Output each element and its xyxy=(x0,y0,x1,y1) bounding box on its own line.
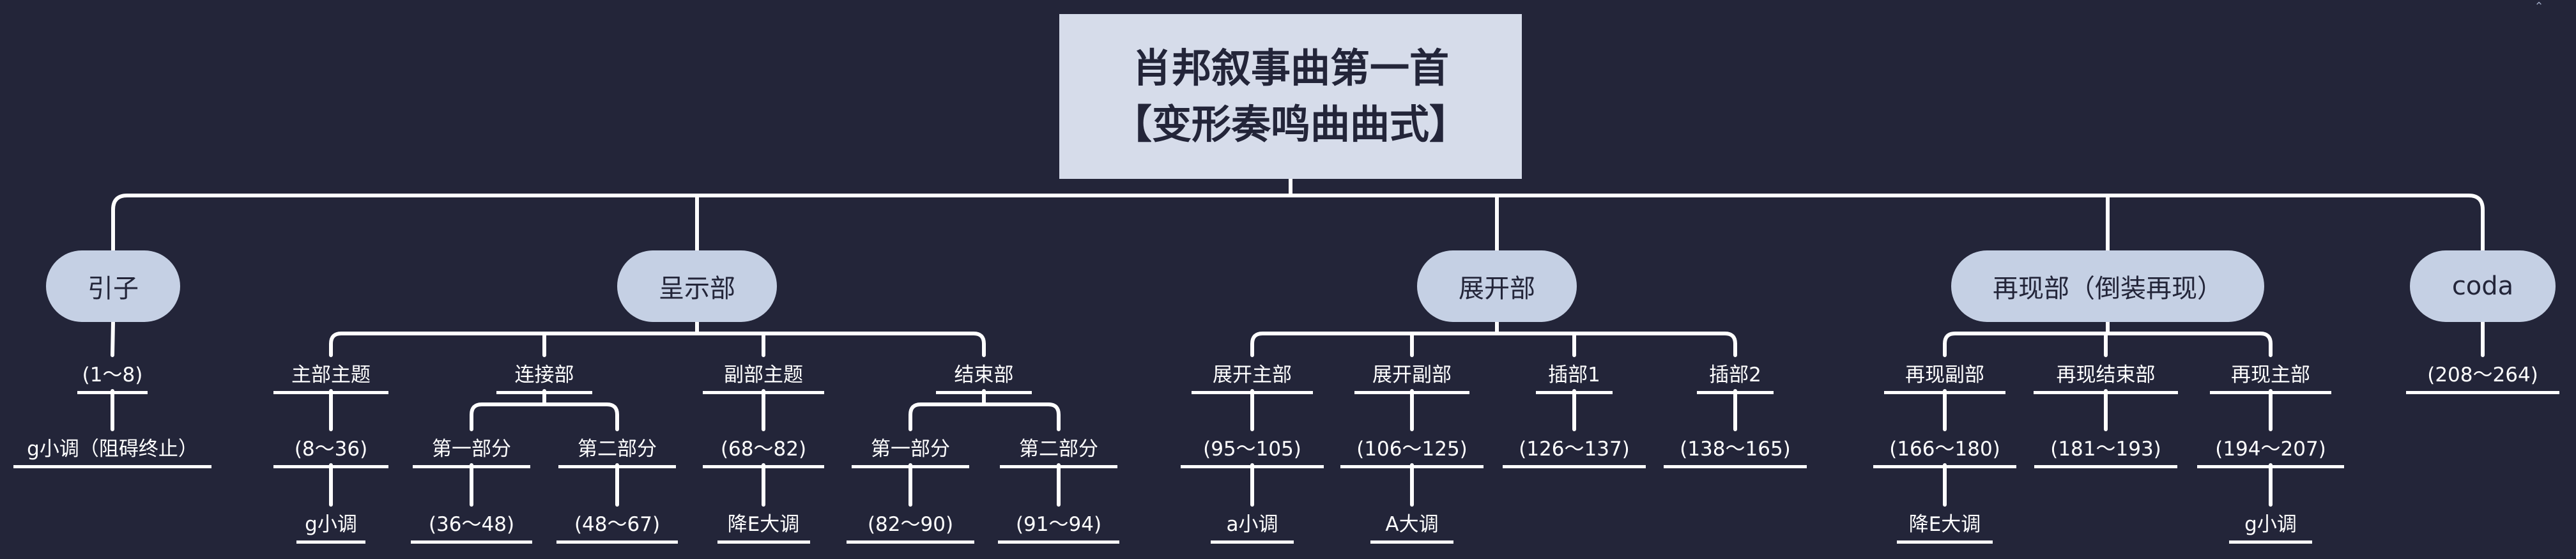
leaf-underline xyxy=(1503,465,1646,468)
leaf-underline xyxy=(998,540,1119,544)
leaf-underline xyxy=(273,465,388,468)
leaf-underline xyxy=(1192,391,1313,394)
leaf-topic[interactable]: 连接部 xyxy=(514,363,574,387)
leaf-topic[interactable]: g小调 xyxy=(2244,512,2297,536)
leaf-underline xyxy=(77,391,148,394)
leaf-topic[interactable]: (181～193) xyxy=(2050,437,2161,461)
leaf-topic[interactable]: 插部1 xyxy=(1548,363,1600,387)
leaf-topic[interactable]: 主部主题 xyxy=(291,363,371,387)
leaf-underline xyxy=(847,540,974,544)
leaf-underline xyxy=(296,540,365,544)
leaf-topic[interactable]: 降E大调 xyxy=(727,512,800,536)
leaf-topic[interactable]: (126～137) xyxy=(1519,437,1630,461)
branch-topic[interactable]: 引子 xyxy=(46,250,180,322)
leaf-topic[interactable]: (194～207) xyxy=(2215,437,2326,461)
leaf-underline xyxy=(411,540,532,544)
leaf-topic[interactable]: (48～67) xyxy=(574,512,661,536)
leaf-topic[interactable]: 插部2 xyxy=(1709,363,1761,387)
connector-line xyxy=(329,332,986,357)
leaf-topic[interactable]: a小调 xyxy=(1226,512,1278,536)
leaf-underline xyxy=(2034,465,2177,468)
leaf-topic[interactable]: (166～180) xyxy=(1889,437,2000,461)
leaf-underline xyxy=(1536,391,1613,394)
leaf-topic[interactable]: 结束部 xyxy=(954,363,1014,387)
root-topic[interactable]: 肖邦叙事曲第一首 【变形奏鸣曲曲式】 xyxy=(1059,14,1522,179)
leaf-topic[interactable]: 降E大调 xyxy=(1908,512,1981,536)
leaf-underline xyxy=(2210,391,2331,394)
leaf-topic[interactable]: (8～36) xyxy=(294,437,368,461)
leaf-underline xyxy=(556,540,678,544)
leaf-underline xyxy=(1664,465,1807,468)
leaf-topic[interactable]: (208～264) xyxy=(2427,363,2538,387)
leaf-topic[interactable]: (106～125) xyxy=(1356,437,1468,461)
connector-line xyxy=(470,402,619,431)
leaf-topic[interactable]: (91～94) xyxy=(1015,512,1102,536)
leaf-topic[interactable]: 展开副部 xyxy=(1372,363,1452,387)
leaf-underline xyxy=(1211,540,1294,544)
leaf-underline xyxy=(13,465,211,468)
leaf-underline xyxy=(2034,391,2178,394)
leaf-topic[interactable]: 第一部分 xyxy=(871,437,950,461)
leaf-underline xyxy=(2197,465,2344,468)
leaf-underline xyxy=(703,465,824,468)
connector-line xyxy=(1250,332,1737,357)
leaf-topic[interactable]: (68～82) xyxy=(720,437,807,461)
leaf-topic[interactable]: (36～48) xyxy=(428,512,515,536)
leaf-topic[interactable]: 再现副部 xyxy=(1905,363,1984,387)
collapse-icon[interactable]: ⌃ xyxy=(2534,0,2544,13)
leaf-topic[interactable]: 第二部分 xyxy=(1019,437,1098,461)
branch-topic[interactable]: coda xyxy=(2410,250,2556,322)
connector-line xyxy=(111,194,2485,252)
leaf-topic[interactable]: (95～105) xyxy=(1203,437,1301,461)
leaf-underline xyxy=(1873,465,2016,468)
leaf-underline xyxy=(1340,465,1483,468)
leaf-underline xyxy=(273,391,388,394)
leaf-topic[interactable]: (82～90) xyxy=(867,512,954,536)
leaf-topic[interactable]: 再现主部 xyxy=(2231,363,2310,387)
branch-topic[interactable]: 展开部 xyxy=(1417,250,1577,322)
leaf-underline xyxy=(413,465,530,468)
leaf-underline xyxy=(496,391,592,394)
leaf-underline xyxy=(717,540,810,544)
leaf-topic[interactable]: 副部主题 xyxy=(724,363,803,387)
connector-line xyxy=(908,402,1061,431)
leaf-underline xyxy=(1897,540,1993,544)
connector-line xyxy=(111,320,115,357)
leaf-underline xyxy=(2229,540,2312,544)
leaf-underline xyxy=(852,465,969,468)
leaf-underline xyxy=(1697,391,1774,394)
leaf-underline xyxy=(1370,540,1453,544)
branch-topic[interactable]: 呈示部 xyxy=(617,250,777,322)
leaf-underline xyxy=(1884,391,2005,394)
leaf-underline xyxy=(558,465,676,468)
leaf-underline xyxy=(1000,465,1117,468)
root-title-line-1: 肖邦叙事曲第一首 xyxy=(1131,45,1449,91)
leaf-topic[interactable]: (1～8) xyxy=(82,363,143,387)
leaf-underline xyxy=(1354,391,1469,394)
leaf-topic[interactable]: 再现结束部 xyxy=(2056,363,2156,387)
leaf-underline xyxy=(2406,391,2559,394)
leaf-topic[interactable]: 第一部分 xyxy=(432,437,511,461)
leaf-topic[interactable]: g小调（阻碍终止） xyxy=(27,437,198,461)
leaf-underline xyxy=(1181,465,1324,468)
leaf-topic[interactable]: A大调 xyxy=(1385,512,1439,536)
leaf-topic[interactable]: 第二部分 xyxy=(578,437,657,461)
leaf-underline xyxy=(703,391,824,394)
root-title-line-2: 【变形奏鸣曲曲式】 xyxy=(1112,101,1469,148)
branch-topic[interactable]: 再现部（倒装再现） xyxy=(1951,250,2264,322)
leaf-topic[interactable]: g小调 xyxy=(305,512,357,536)
leaf-underline xyxy=(936,391,1032,394)
leaf-topic[interactable]: (138～165) xyxy=(1680,437,1791,461)
leaf-topic[interactable]: 展开主部 xyxy=(1213,363,1292,387)
